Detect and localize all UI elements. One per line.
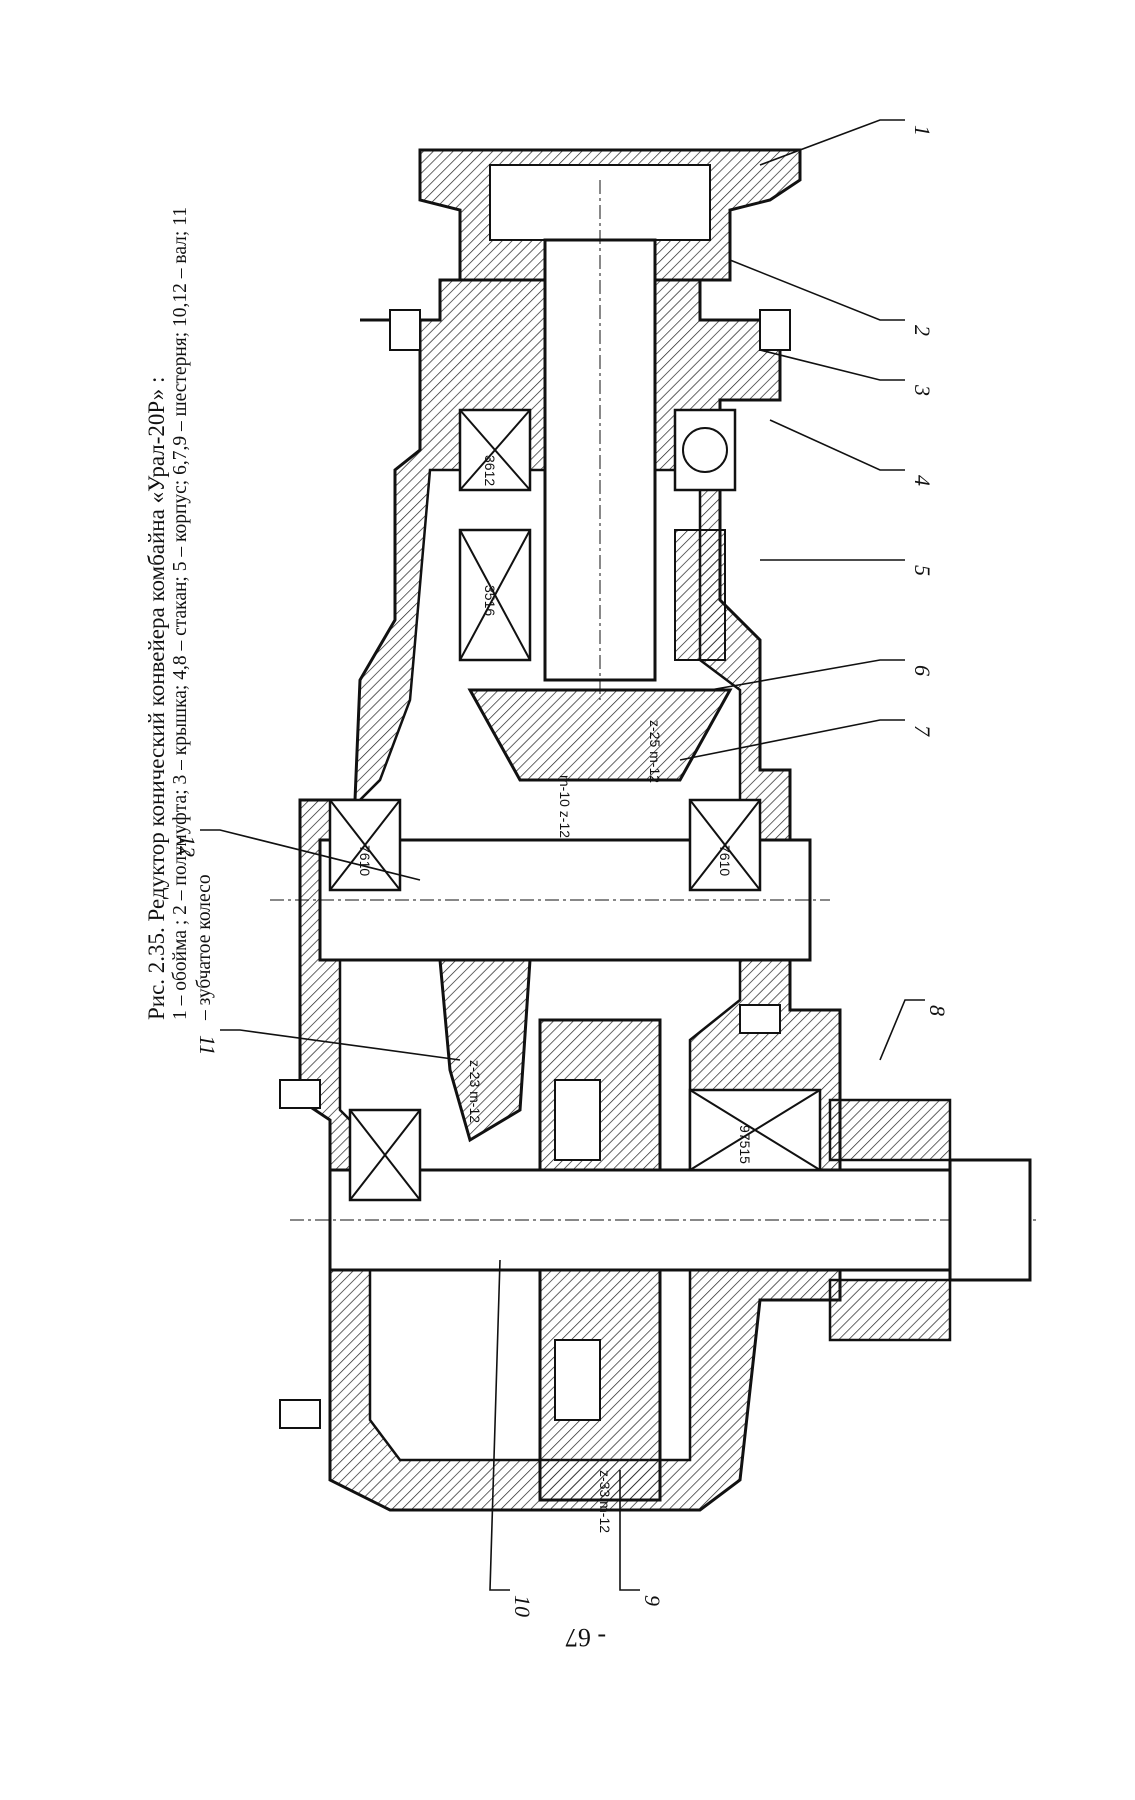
callout-2: 2 xyxy=(910,325,935,336)
callout-5: 5 xyxy=(910,565,935,576)
mark-7: z-33 m-12 xyxy=(597,1470,613,1533)
callout-4: 4 xyxy=(910,475,935,486)
mark-3: 7610 xyxy=(717,845,733,876)
mark-0: 3612 xyxy=(482,455,498,486)
callout-6: 6 xyxy=(910,665,935,676)
mark-2: 7610 xyxy=(357,845,373,876)
caption-legend: 1 – обойма ; 2 – полумуфта; 3 – крышка; … xyxy=(170,207,215,1020)
mark-8: z-25 m-12 xyxy=(647,720,663,783)
callout-11: 11 xyxy=(195,1035,220,1055)
bearing-mid-right xyxy=(674,529,726,661)
mark-4: 97515 xyxy=(737,1125,753,1164)
mark-5: m-10 z-12 xyxy=(557,775,573,838)
callout-9: 9 xyxy=(640,1595,665,1606)
mark-1: 3516 xyxy=(482,585,498,616)
cup-8 xyxy=(828,1098,952,1342)
bevel-pinion xyxy=(467,688,733,782)
callout-8: 8 xyxy=(925,1005,950,1016)
page-number: - 67 xyxy=(565,1623,607,1652)
leader-lines xyxy=(200,119,925,1591)
bearing-marks: 3612 3516 7610 7610 97515 m-10 z-12 z-23… xyxy=(357,455,753,1533)
bolts xyxy=(279,309,791,1429)
figure-caption: Рис. 2.35. Редуктор конический конвейера… xyxy=(144,200,217,1020)
callout-numbers: 1 2 3 4 5 6 7 8 9 10 11 12 xyxy=(175,125,950,1617)
callout-12: 12 xyxy=(175,835,200,857)
flange-bore xyxy=(489,164,711,241)
shaft-10-end xyxy=(948,1158,1032,1282)
caption-title: Рис. 2.35. Редуктор конический конвейера… xyxy=(144,376,169,1020)
bevel-wheel xyxy=(438,958,532,1143)
callout-10: 10 xyxy=(510,1595,535,1617)
callout-7: 7 xyxy=(910,725,935,737)
mark-6: z-23 m-12 xyxy=(467,1060,483,1123)
callout-3: 3 xyxy=(910,384,935,396)
callout-1: 1 xyxy=(910,125,935,136)
